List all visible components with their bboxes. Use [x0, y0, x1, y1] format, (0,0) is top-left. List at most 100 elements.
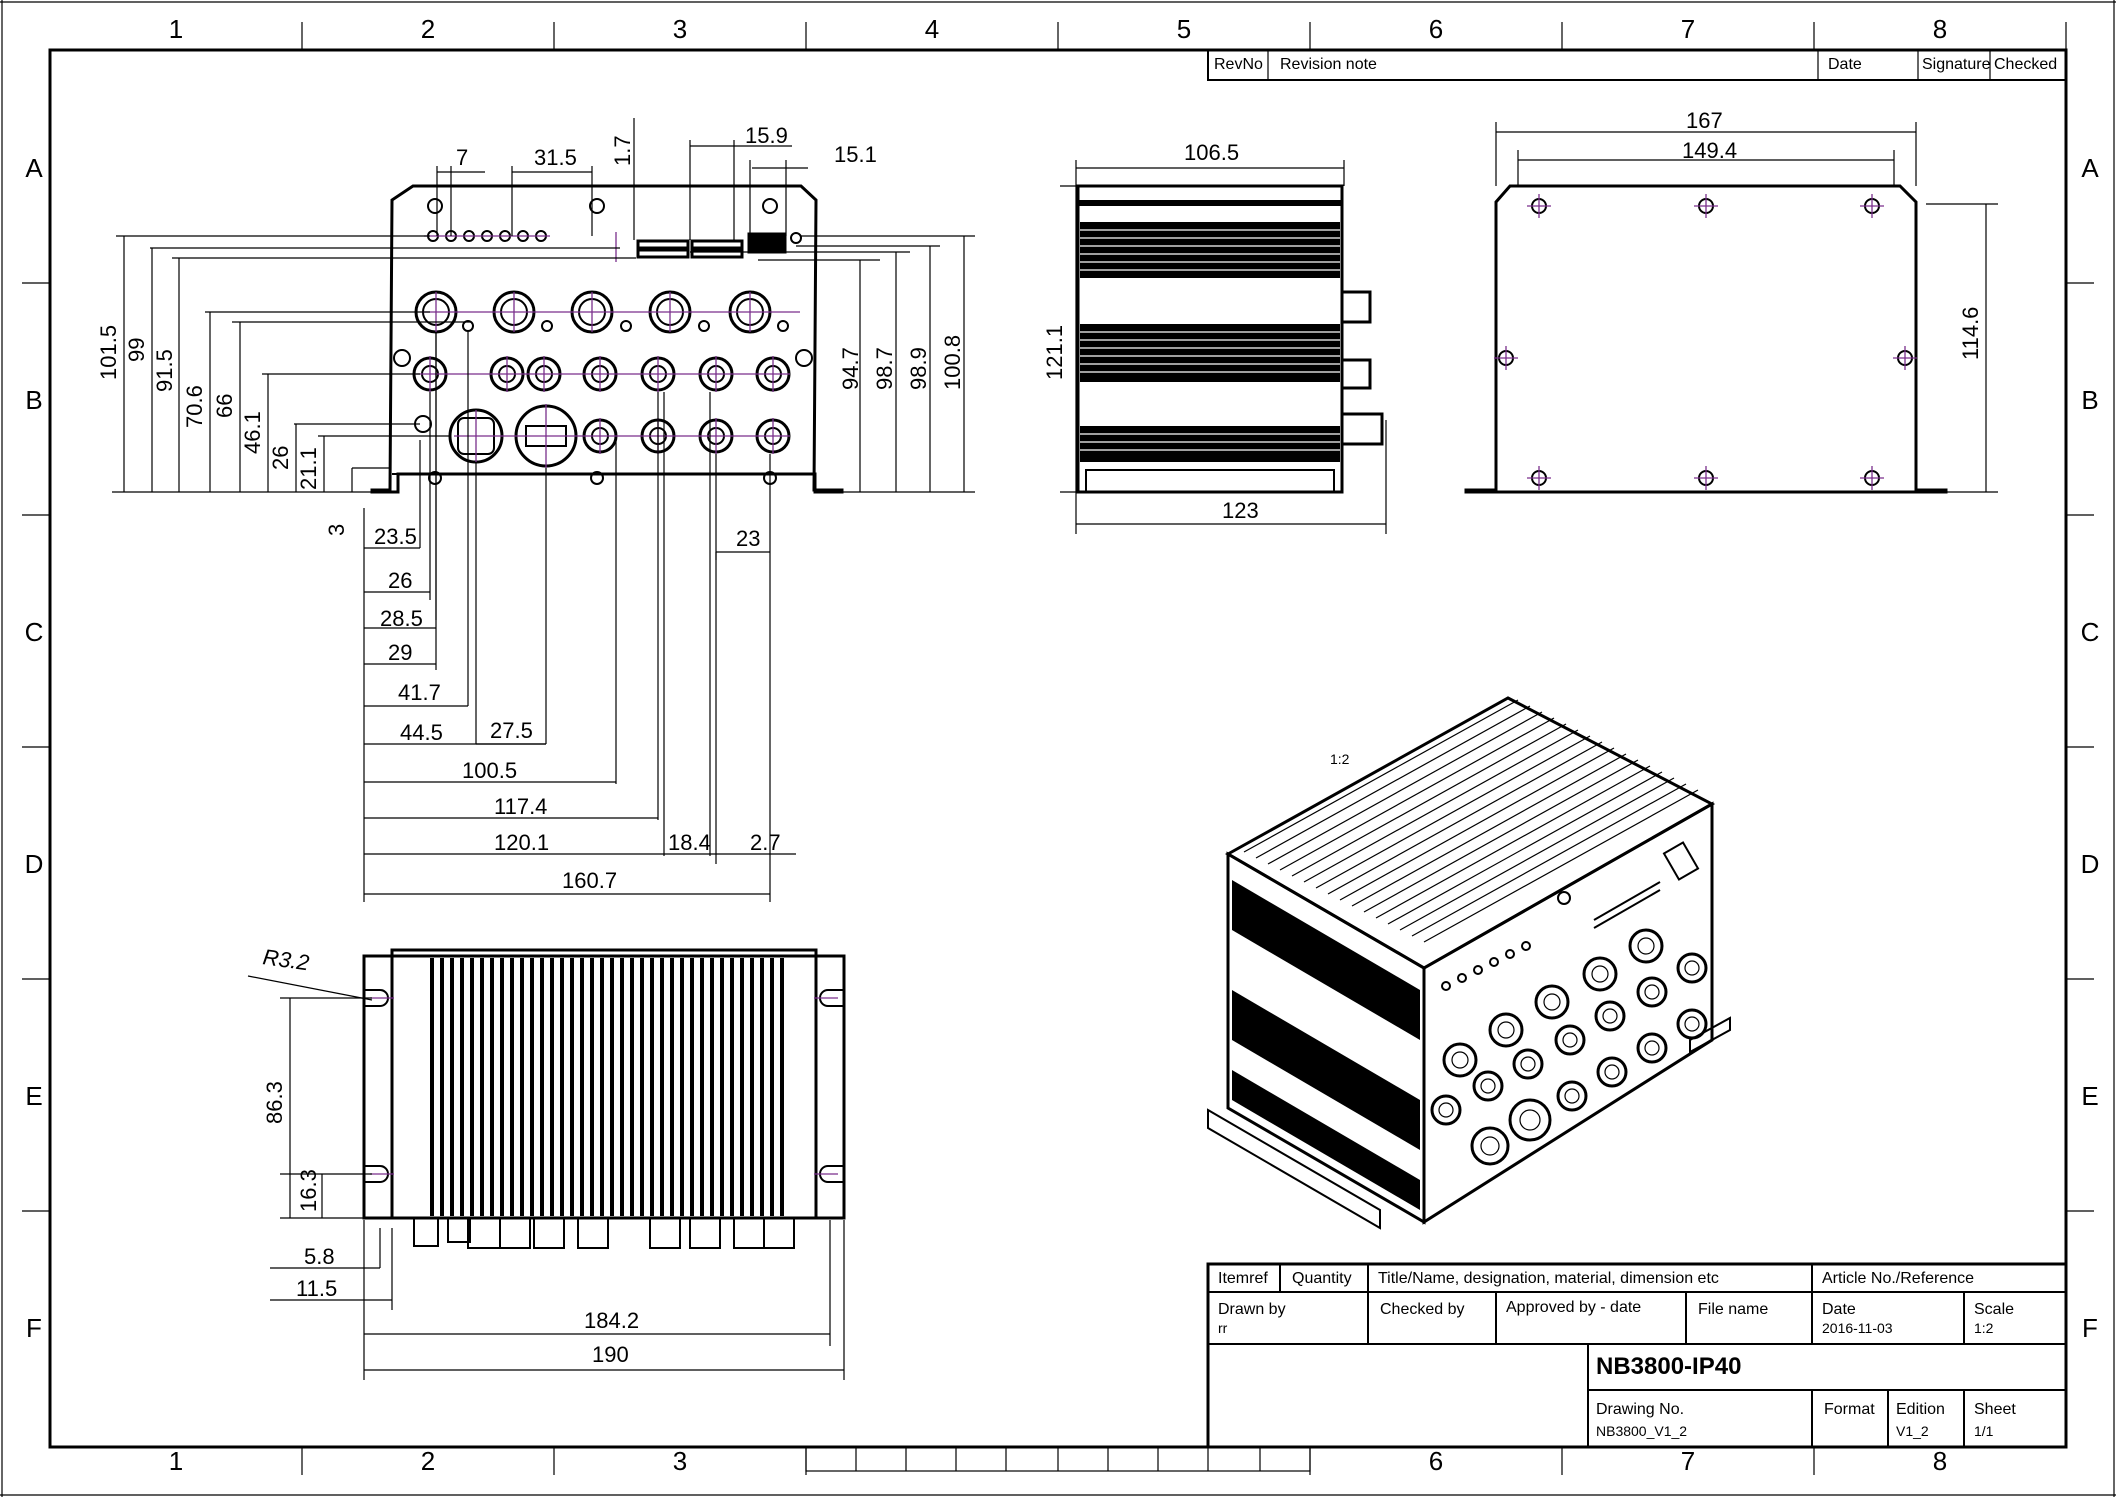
- dim-16-3: 16.3: [296, 1169, 321, 1212]
- dim-66: 66: [212, 394, 237, 418]
- drawn-by-label: Drawn by: [1218, 1301, 1286, 1318]
- edition-label: Edition: [1896, 1401, 1945, 1418]
- dim-1-7: 1.7: [610, 135, 635, 166]
- grid-col-7-top: 7: [1681, 14, 1695, 44]
- grid-col-5-top: 5: [1177, 14, 1191, 44]
- dim-149-4: 149.4: [1682, 138, 1737, 163]
- grid-row-E-right: E: [2081, 1081, 2098, 1111]
- dim-117-4: 117.4: [494, 794, 547, 819]
- scale-label: Scale: [1974, 1301, 2014, 1318]
- dim-86-3: 86.3: [262, 1081, 287, 1124]
- grid-col-1-bottom: 1: [169, 1446, 183, 1476]
- grid-col-1-top: 1: [169, 14, 183, 44]
- dim-23-5: 23.5: [374, 524, 417, 549]
- grid-col-3-top: 3: [673, 14, 687, 44]
- article-header: Article No./Reference: [1822, 1270, 1974, 1287]
- dim-27-5: 27.5: [490, 718, 533, 743]
- approved-by-label: Approved by - date: [1506, 1299, 1641, 1316]
- dim-15-9: 15.9: [745, 123, 788, 148]
- dim-160-7: 160.7: [562, 868, 617, 893]
- grid-row-B-right: B: [2081, 385, 2098, 415]
- dim-28-5: 28.5: [380, 606, 423, 631]
- iso-front-face: [1422, 801, 1714, 1225]
- grid-column-labels-bottom: 1 2 3 6 7 8: [169, 1446, 1947, 1476]
- dim-46-1: 46.1: [240, 411, 265, 454]
- rev-date-header: Date: [1828, 56, 1862, 73]
- dim-21-1: 21.1: [296, 447, 321, 490]
- dim-100-8: 100.8: [940, 335, 965, 390]
- dim-91-5: 91.5: [152, 349, 177, 392]
- drawing-no-value: NB3800_V1_2: [1596, 1423, 1687, 1439]
- grid-col-4-top: 4: [925, 14, 939, 44]
- grid-row-F-left: F: [26, 1313, 42, 1343]
- dim-70-6: 70.6: [182, 385, 207, 428]
- grid-row-D-left: D: [25, 849, 44, 879]
- grid-column-labels-top: 1 2 3 4 5 6 7 8: [169, 14, 1947, 44]
- dim-41-7: 41.7: [398, 680, 441, 705]
- dim-7-top: 7: [456, 145, 468, 170]
- dim-29: 29: [388, 640, 412, 665]
- edition-value: V1_2: [1896, 1423, 1929, 1439]
- dim-114-6: 114.6: [1958, 307, 1983, 360]
- format-label: Format: [1824, 1401, 1875, 1418]
- dim-18-4: 18.4: [668, 830, 711, 855]
- grid-col-7-bottom: 7: [1681, 1446, 1695, 1476]
- dim-190: 190: [592, 1342, 629, 1367]
- grid-row-B-left: B: [25, 385, 42, 415]
- dim-106-5: 106.5: [1184, 140, 1239, 165]
- dim-120-1: 120.1: [494, 830, 549, 855]
- side-view: 106.5 121.1 123: [1042, 140, 1387, 534]
- checked-by-label: Checked by: [1380, 1301, 1465, 1318]
- top-view: R3.2 86.3 16.3 5.8 11.5 184.2 190: [247, 944, 846, 1380]
- title-block: Itemref Quantity Title/Name, designation…: [1206, 1262, 2068, 1449]
- dim-167: 167: [1686, 108, 1723, 133]
- front-housing-outline: [370, 184, 844, 494]
- sheet-label: Sheet: [1974, 1401, 2016, 1418]
- grid-row-A-right: A: [2081, 153, 2099, 183]
- drawn-by-value: rr: [1218, 1320, 1228, 1336]
- grid-row-C-left: C: [25, 617, 44, 647]
- rev-checked-header: Checked: [1994, 56, 2057, 73]
- date-label: Date: [1822, 1301, 1856, 1318]
- dim-31-5: 31.5: [534, 145, 577, 170]
- revision-table: RevNo Revision note Date Signature Check…: [1207, 49, 2067, 81]
- front-view: 101.5 99 91.5 70.6 66 46.1 26 21.1 3 94.…: [96, 118, 975, 902]
- file-name-label: File name: [1698, 1301, 1768, 1318]
- isometric-view: 1:2: [1207, 696, 1731, 1230]
- grid-col-2-bottom: 2: [421, 1446, 435, 1476]
- dim-23-bottom: 23: [736, 526, 760, 551]
- grid-row-labels-left: A B C D E F: [25, 153, 44, 1343]
- grid-col-6-top: 6: [1429, 14, 1443, 44]
- rev-signature-header: Signature: [1922, 56, 1991, 73]
- dim-184-2: 184.2: [584, 1308, 639, 1333]
- dim-11-5: 11.5: [296, 1276, 337, 1301]
- grid-col-8-top: 8: [1933, 14, 1947, 44]
- dim-5-8: 5.8: [304, 1244, 335, 1269]
- grid-col-3-bottom: 3: [673, 1446, 687, 1476]
- dim-100-5: 100.5: [462, 758, 517, 783]
- sheet-value: 1/1: [1974, 1423, 1994, 1439]
- grid-row-A-left: A: [25, 153, 43, 183]
- grid-row-labels-right: A B C D E F: [2081, 153, 2100, 1343]
- date-value: 2016-11-03: [1822, 1320, 1893, 1336]
- dim-2-7: 2.7: [750, 830, 781, 855]
- drawing-title: NB3800-IP40: [1596, 1353, 1741, 1380]
- grid-col-8-bottom: 8: [1933, 1446, 1947, 1476]
- grid-col-6-bottom: 6: [1429, 1446, 1443, 1476]
- revno-header: RevNo: [1214, 56, 1263, 73]
- back-view: 167 149.4 114.6: [1464, 108, 1998, 494]
- itemref-header: Itemref: [1218, 1270, 1268, 1287]
- grid-row-C-right: C: [2081, 617, 2100, 647]
- dim-3: 3: [324, 524, 349, 536]
- dim-26-bottom: 26: [388, 568, 412, 593]
- grid-row-F-right: F: [2082, 1313, 2098, 1343]
- dim-99: 99: [124, 338, 149, 362]
- quantity-header: Quantity: [1292, 1270, 1352, 1287]
- dim-98-9: 98.9: [906, 347, 931, 390]
- title-column-header: Title/Name, designation, material, dimen…: [1378, 1270, 1719, 1287]
- dim-121-1: 121.1: [1042, 325, 1067, 380]
- revision-note-header: Revision note: [1280, 56, 1377, 73]
- dim-15-1: 15.1: [834, 142, 877, 167]
- dim-98-7: 98.7: [872, 347, 897, 390]
